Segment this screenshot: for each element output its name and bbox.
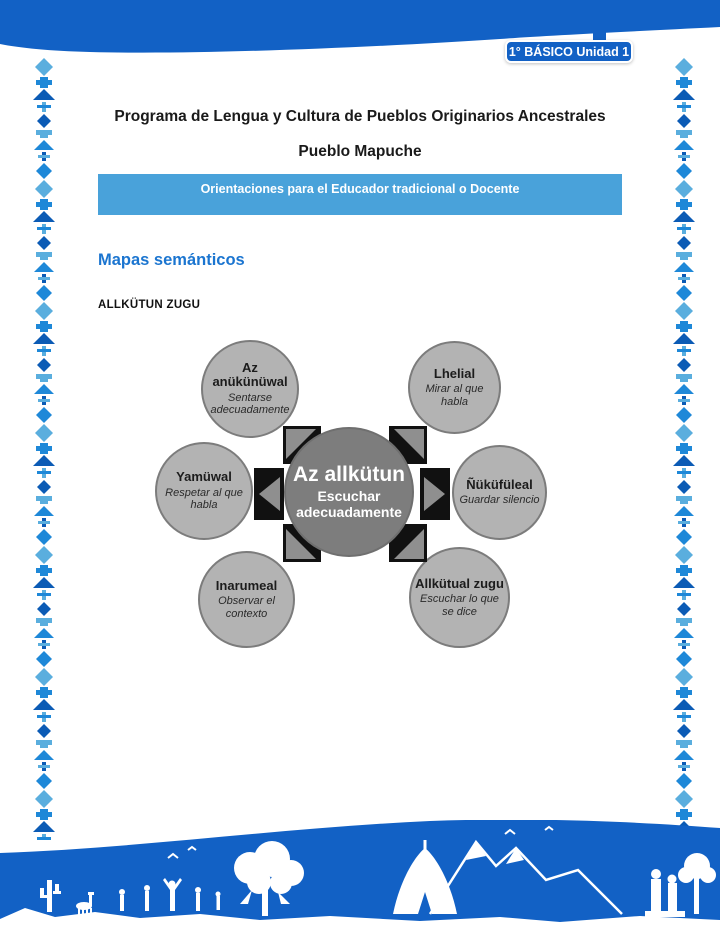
- footer-landscape-art: [0, 820, 720, 926]
- arrow-left-icon: [254, 468, 284, 520]
- node-title: Inarumeal: [215, 577, 278, 593]
- unit-badge: 1° BÁSICO Unidad 1: [505, 40, 633, 63]
- node-subtitle: Respetar al que habla: [165, 486, 243, 512]
- arrow-right-icon: [420, 468, 450, 520]
- node-title: Az anükünüwal: [212, 360, 288, 390]
- orientation-banner: Orientaciones para el Educador tradicion…: [98, 174, 622, 215]
- section-heading: Mapas semánticos: [98, 251, 245, 269]
- center-subtitle: Escuchar adecuadamente: [296, 488, 402, 520]
- center-title: Az allkütun: [292, 463, 405, 487]
- node-subtitle: Sentarse adecuadamente: [210, 391, 290, 417]
- map-subheading: ALLKÜTUN ZUGU: [98, 299, 201, 311]
- node-nukufuleal: Ñüküfüleal Guardar silencio: [452, 445, 547, 540]
- node-title: Ñüküfüleal: [466, 477, 533, 493]
- mountain-icon: [428, 839, 623, 915]
- node-title: Lhelial: [433, 365, 476, 381]
- node-subtitle: Observar el contexto: [218, 595, 275, 620]
- node-allkutual-zugu: Allkütual zugu Escuchar lo que se dice: [409, 547, 510, 648]
- node-lhelial: Lhelial Mirar al que habla: [408, 341, 501, 434]
- standing-figures-icon: [645, 869, 685, 917]
- pueblo-title: Pueblo Mapuche: [298, 143, 422, 160]
- node-subtitle: Mirar al que habla: [425, 383, 484, 408]
- node-title: Allkütual zugu: [415, 575, 504, 591]
- ground-icon: [0, 908, 720, 926]
- bird-icons: [167, 825, 554, 859]
- cactus-icon: [40, 880, 61, 912]
- llama-icon: [76, 892, 94, 915]
- tree-icon: [234, 841, 304, 916]
- node-subtitle: Guardar silencio: [459, 494, 540, 507]
- node-inarumeal: Inarumeal Observar el contexto: [198, 551, 295, 648]
- node-yamuwal: Yamüwal Respetar al que habla: [155, 442, 253, 540]
- node-title: Yamüwal: [176, 469, 232, 485]
- right-tree-icon: [678, 853, 716, 914]
- node-az-anukunuwal: Az anükünüwal Sentarse adecuadamente: [201, 340, 299, 438]
- node-subtitle: Escuchar lo que se dice: [420, 593, 499, 618]
- center-node-az-allkutun: Az allkütun Escuchar adecuadamente: [284, 427, 414, 557]
- program-title: Programa de Lengua y Cultura de Pueblos …: [114, 108, 606, 125]
- people-icons: [119, 878, 221, 911]
